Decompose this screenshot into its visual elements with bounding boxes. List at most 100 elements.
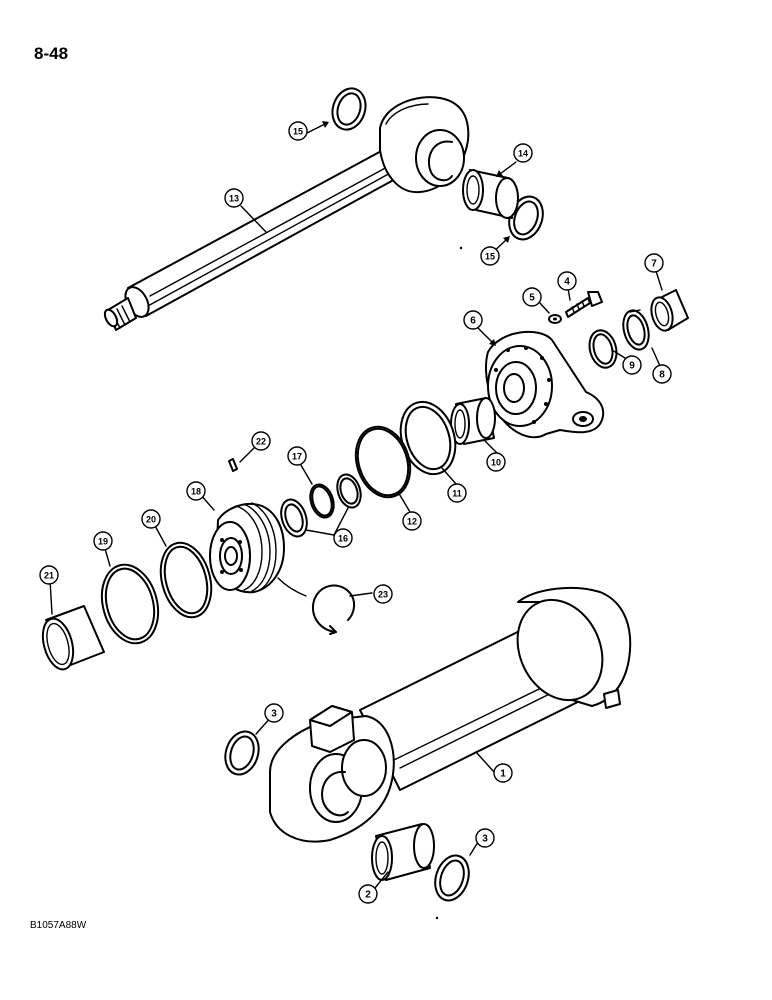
callout-circle — [522, 287, 542, 307]
callout-circle — [644, 253, 664, 273]
callout-number: 13 — [229, 194, 239, 204]
callout-circle — [402, 511, 422, 531]
callout-circle — [493, 763, 513, 783]
lock-ring — [277, 577, 356, 635]
callout-2: 2 — [358, 884, 378, 904]
callout-number: 22 — [256, 437, 266, 447]
callout-circle — [186, 481, 206, 501]
callout-number: 10 — [491, 458, 501, 468]
callout-15: 15 — [480, 246, 500, 266]
cylinder-head — [485, 330, 605, 439]
callout-number: 8 — [659, 370, 665, 381]
callout-21: 21 — [39, 565, 59, 585]
callout-number: 11 — [452, 489, 462, 499]
callout-circle — [333, 528, 353, 548]
callout-9: 9 — [622, 355, 642, 375]
callout-number: 5 — [529, 293, 535, 304]
callout-circle — [264, 703, 284, 723]
rod-bushing — [462, 169, 519, 219]
callout-13: 13 — [224, 188, 244, 208]
callout-circle — [447, 483, 467, 503]
callout-number: 9 — [629, 361, 635, 372]
callout-number: 15 — [485, 252, 495, 262]
rod-eye-snap-ring-top — [331, 87, 367, 131]
callout-circle — [463, 310, 483, 330]
callout-number: 15 — [293, 127, 303, 137]
cylinder-eye-snap-ring-right — [434, 854, 470, 902]
callout-3: 3 — [475, 828, 495, 848]
callout-circle — [475, 828, 495, 848]
callout-5: 5 — [522, 287, 542, 307]
callout-1: 1 — [493, 763, 513, 783]
callout-number: 18 — [191, 487, 201, 497]
head-bushing — [450, 397, 496, 445]
rod-eye-snap-ring-bottom — [508, 195, 544, 241]
callout-number: 3 — [271, 709, 277, 720]
callout-10: 10 — [486, 452, 506, 472]
callout-16: 16 — [333, 528, 353, 548]
callout-circle — [93, 531, 113, 551]
callout-number: 6 — [470, 316, 476, 327]
callout-7: 7 — [644, 253, 664, 273]
callout-circle — [224, 188, 244, 208]
head-o-ring — [354, 425, 412, 499]
piston — [209, 502, 285, 594]
callout-number: 20 — [146, 515, 156, 525]
piston-wear-ring — [100, 563, 160, 645]
washer — [548, 314, 562, 324]
callout-number: 16 — [338, 534, 348, 544]
callout-circle — [557, 271, 577, 291]
callout-circle — [622, 355, 642, 375]
callout-23: 23 — [373, 584, 393, 604]
callout-3: 3 — [264, 703, 284, 723]
callout-circle — [652, 364, 672, 384]
callout-18: 18 — [186, 481, 206, 501]
callout-8: 8 — [652, 364, 672, 384]
callout-14: 14 — [513, 143, 533, 163]
callout-circle — [288, 121, 308, 141]
figure-code: B1057A88W — [30, 920, 87, 931]
cap-screw — [565, 291, 603, 318]
rod-seal — [622, 309, 650, 351]
callout-number: 4 — [564, 277, 570, 288]
callout-number: 21 — [44, 571, 54, 581]
cylinder-tube — [269, 586, 632, 843]
callout-circle — [358, 884, 378, 904]
callout-number: 2 — [365, 890, 371, 901]
wiper-seal — [650, 289, 689, 332]
piston-backup-ring-inner — [336, 473, 362, 509]
callout-circle — [287, 446, 307, 466]
callout-circle — [480, 246, 500, 266]
callout-circle — [486, 452, 506, 472]
piston-seal-ring — [159, 541, 213, 619]
cylinder-eye-snap-ring-left — [224, 730, 260, 776]
callout-22: 22 — [251, 431, 271, 451]
callout-number: 17 — [292, 452, 302, 462]
callout-11: 11 — [447, 483, 467, 503]
callout-circle — [513, 143, 533, 163]
page-number: 8-48 — [34, 44, 69, 63]
callout-circle — [39, 565, 59, 585]
callout-number: 1 — [500, 769, 506, 780]
callout-20: 20 — [141, 509, 161, 529]
callout-circle — [251, 431, 271, 451]
callout-4: 4 — [557, 271, 577, 291]
roll-pin — [228, 458, 238, 472]
piston-rod — [103, 96, 470, 331]
callout-number: 19 — [98, 537, 108, 547]
piston-guide-ring — [41, 605, 105, 671]
callout-circle — [141, 509, 161, 529]
head-backup-ring — [399, 400, 457, 476]
piston-backup-ring-outer — [280, 498, 308, 538]
callout-number: 14 — [518, 149, 528, 159]
callout-6: 6 — [463, 310, 483, 330]
buffer-ring — [588, 329, 618, 369]
callout-15: 15 — [288, 121, 308, 141]
callout-number: 12 — [407, 517, 417, 527]
callout-19: 19 — [93, 531, 113, 551]
callout-number: 3 — [482, 834, 488, 845]
callout-number: 7 — [651, 259, 657, 270]
callout-17: 17 — [287, 446, 307, 466]
